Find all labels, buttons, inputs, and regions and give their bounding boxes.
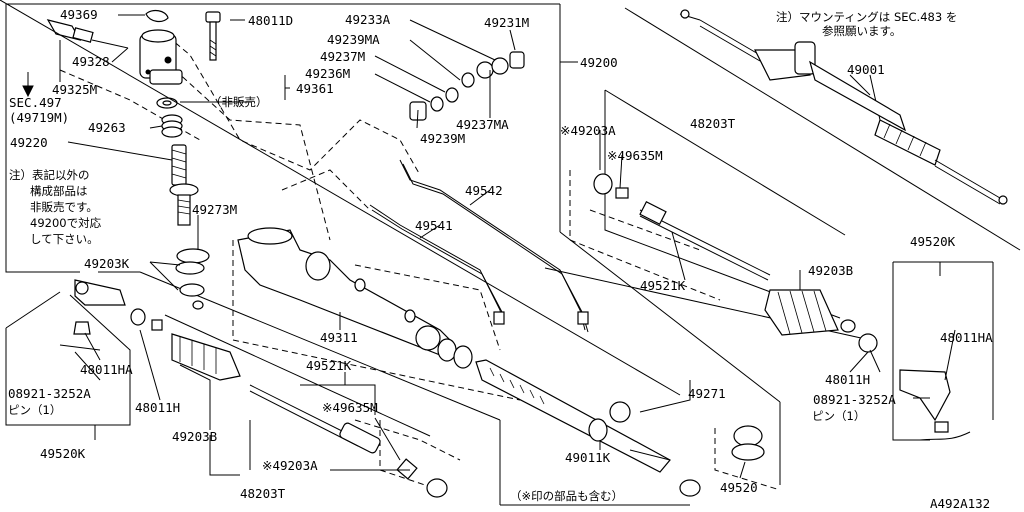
arrow-down-icon — [22, 72, 34, 98]
seal-49273M — [175, 248, 210, 310]
spring-49263 — [161, 114, 183, 138]
label-49001: 49001 — [847, 62, 885, 77]
rack-49271 — [475, 359, 701, 497]
label-sec497-sub: (49719M) — [9, 110, 69, 125]
label-sec497: SEC.497 — [9, 95, 62, 110]
note-left-line5: して下さい。 — [30, 232, 99, 246]
frame-lines — [5, 3, 1021, 506]
inner-rod-bottom — [249, 384, 448, 498]
label-49635M-bottom: ※49635M — [322, 400, 378, 415]
label-pin-left: 08921-3252A — [8, 386, 91, 401]
label-49203K: 49203K — [84, 256, 130, 271]
label-49237MA: 49237MA — [456, 117, 509, 132]
label-49233A: 49233A — [345, 12, 391, 27]
bolt-48011D — [205, 11, 221, 61]
notes: 注）マウンティングは SEC.483 を 参照願います。 注）表記以外の 構成部… — [9, 10, 957, 246]
label-pin-left-sub: ピン（1） — [8, 403, 61, 417]
label-49203B-right: 49203B — [808, 263, 853, 278]
pinion-housing — [139, 29, 183, 85]
gear-housing-49311 — [237, 227, 473, 369]
seal-49520 — [731, 425, 765, 461]
label-49237M: 49237M — [320, 49, 365, 64]
label-48203T-bottom: 48203T — [240, 486, 286, 501]
label-49273M: 49273M — [192, 202, 237, 217]
note-left-line1: 注）表記以外の — [9, 168, 90, 182]
label-49203A-bottom: ※49203A — [262, 458, 318, 473]
labels: 49369 48011D 49233A 49231M 49239MA 49237… — [8, 7, 993, 511]
label-49635M-top: ※49635M — [607, 148, 663, 163]
boot-right — [764, 289, 856, 336]
snap-ring-49369 — [145, 9, 169, 23]
label-49271: 49271 — [688, 386, 726, 401]
label-49011K-sub: （※印の部品も含む） — [510, 489, 623, 503]
label-48011H-left: 48011H — [135, 400, 180, 415]
label-49311: 49311 — [320, 330, 358, 345]
tie-rod-end-right — [858, 333, 971, 441]
label-49220: 49220 — [10, 135, 48, 150]
seal-stack — [409, 51, 525, 121]
label-pin-right: 08921-3252A — [813, 392, 896, 407]
label-48011HA-left: 48011HA — [80, 362, 133, 377]
washer-49361 — [156, 97, 178, 109]
label-49200: 49200 — [580, 55, 618, 70]
label-49203B-bottom: 49203B — [172, 429, 217, 444]
diagram-code: A492A132 — [930, 496, 990, 511]
label-49011K: 49011K — [565, 450, 611, 465]
label-49520K-left: 49520K — [40, 446, 86, 461]
label-49328: 49328 — [72, 54, 110, 69]
note-top-right-line1: 注）マウンティングは SEC.483 を — [776, 10, 957, 24]
label-49541: 49541 — [415, 218, 453, 233]
label-49231M: 49231M — [484, 15, 529, 30]
inner-rod-top — [593, 173, 771, 281]
label-49325M: 49325M — [52, 82, 97, 97]
assembly-49001 — [679, 9, 1008, 205]
tube-49542 — [399, 159, 589, 333]
label-49239M: 49239M — [420, 131, 465, 146]
label-49521K-right: 49521K — [640, 278, 686, 293]
label-48203T-top: 48203T — [690, 116, 736, 131]
label-49369: 49369 — [60, 7, 98, 22]
leader-lines — [0, 0, 956, 479]
note-left-line4: 49200で対応 — [30, 216, 102, 230]
label-pin-right-sub: ピン（1） — [812, 409, 865, 423]
label-hihanbai: （非販売） — [210, 95, 268, 109]
adjust-plug-49325M — [46, 19, 129, 49]
label-48011D: 48011D — [248, 13, 293, 28]
label-49239MA: 49239MA — [327, 32, 380, 47]
boot-left — [171, 333, 241, 381]
label-49521K-bottom: 49521K — [306, 358, 352, 373]
label-49520K-right: 49520K — [910, 234, 956, 249]
label-49520: 49520 — [720, 480, 758, 495]
tube-49541 — [369, 204, 505, 325]
label-49236M: 49236M — [305, 66, 350, 81]
tie-rod-end-left — [59, 279, 163, 351]
note-left-line3: 非販売です。 — [30, 200, 98, 214]
note-left-line2: 構成部品は — [30, 184, 88, 198]
label-49542: 49542 — [465, 183, 503, 198]
label-48011HA-right: 48011HA — [940, 330, 993, 345]
pinion-shaft-49220 — [169, 144, 199, 226]
note-top-right-line2: 参照願います。 — [822, 24, 901, 38]
label-48011H-right: 48011H — [825, 372, 870, 387]
label-49263: 49263 — [88, 120, 126, 135]
label-49203A-top: ※49203A — [560, 123, 616, 138]
label-49361: 49361 — [296, 81, 334, 96]
